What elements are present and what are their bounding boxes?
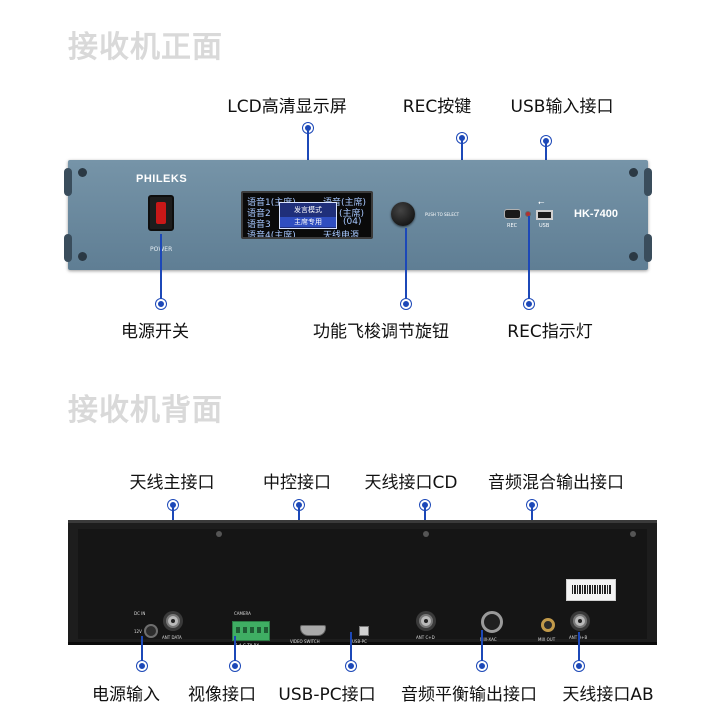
camera-terminal-block[interactable] (232, 621, 270, 641)
rear-screw (423, 531, 429, 537)
port-label-mix-xlr: MIX-XAC (480, 637, 497, 642)
leader-dot (230, 661, 240, 671)
usb-icon: ⭠ (538, 198, 545, 207)
rack-ear (64, 168, 72, 196)
label-dc-in: 电源输入 (92, 685, 160, 705)
port-label-dc-in: DC IN (134, 611, 146, 616)
leader-line (160, 234, 162, 304)
back-section-title: 接收机背面 (68, 393, 223, 428)
terminal-pin (257, 627, 261, 633)
leader-line (234, 636, 236, 666)
lcd-line: 语音4(主席) (247, 231, 296, 239)
rec-button[interactable] (504, 209, 521, 219)
model-number: HK-7400 (574, 208, 619, 220)
lcd-line: 语音2 (247, 209, 271, 219)
front-panel: PHILEKS POWER 语音1(主席) 语音2 语音3 语音4(主席) 语音… (64, 160, 652, 270)
usb-pc-port[interactable] (359, 626, 369, 636)
screw-hole (629, 168, 638, 177)
port-label-video-switch: VIDEO SWITCH (290, 639, 320, 644)
label-lcd-display: LCD高清显示屏 (227, 97, 347, 117)
lcd-display: 语音1(主席) 语音2 语音3 语音4(主席) 语音(主席) (主席) (04)… (241, 191, 373, 239)
usb-port[interactable] (536, 210, 553, 220)
label-jog-knob: 功能飞梭调节旋钮 (313, 322, 449, 342)
rear-screw (630, 531, 636, 537)
rack-ear (64, 234, 72, 262)
jog-knob[interactable] (391, 202, 415, 226)
label-ant-cd: 天线接口CD (364, 473, 458, 493)
label-rec-led: REC指示灯 (507, 322, 593, 342)
lcd-line: (主席) (339, 209, 365, 219)
bnc-ant-cd[interactable] (419, 614, 433, 628)
lcd-line: 语音(主席) (323, 198, 367, 208)
terminal-pin (243, 627, 247, 633)
label-usb-input: USB输入接口 (510, 97, 614, 117)
label-video: 视像接口 (188, 685, 256, 705)
barcode (572, 585, 612, 594)
port-label-camera: CAMERA (234, 611, 251, 616)
mix-out-jack[interactable] (541, 618, 555, 632)
push-to-select-label: PUSH TO SELECT (425, 212, 460, 217)
leader-line (141, 636, 143, 666)
front-section-title: 接收机正面 (68, 30, 223, 65)
leader-line (405, 228, 407, 304)
terminal-pin (250, 627, 254, 633)
power-switch[interactable] (148, 195, 174, 231)
lcd-line: 天线电源 (323, 231, 360, 239)
port-label-usb-pc: USB-PC (352, 639, 367, 644)
label-balanced-out: 音频平衡输出接口 (401, 685, 537, 705)
bnc-ant-data[interactable] (166, 614, 180, 628)
popup-line: 主席专用 (280, 217, 336, 227)
leader-dot (477, 661, 487, 671)
lcd-line: 语音3 (247, 220, 271, 230)
port-label-mix-out: MIX OUT (538, 637, 556, 642)
leader-line (350, 632, 352, 666)
label-ant-main: 天线主接口 (129, 473, 215, 493)
video-switch-db9[interactable] (300, 625, 326, 636)
label-rec-button: REC按键 (402, 97, 472, 117)
leader-line (578, 632, 580, 666)
popup-line: 发言模式 (294, 206, 322, 214)
rack-ear (644, 168, 652, 196)
leader-dot (524, 299, 534, 309)
rack-ear (644, 234, 652, 262)
leader-dot (156, 299, 166, 309)
brand-logo: PHILEKS (136, 173, 188, 185)
leader-dot (401, 299, 411, 309)
label-ant-ab: 天线接口AB (562, 685, 654, 705)
terminal-pin (236, 627, 240, 633)
label-mix-out: 音频混合输出接口 (488, 473, 624, 493)
bnc-ant-ab[interactable] (573, 614, 587, 628)
xlr-balanced-out[interactable] (481, 611, 503, 633)
rear-screw (216, 531, 222, 537)
rear-panel: DC IN 12V ANT DATA CAMERA 5 A G TX RX VI… (68, 520, 657, 648)
serial-sticker (566, 579, 616, 601)
dc-in-jack[interactable] (144, 624, 158, 638)
label-usb-pc: USB-PC接口 (278, 685, 376, 705)
port-label-ant-cd: ANT C+D (416, 635, 435, 640)
lcd-line: 语音1(主席) (247, 198, 296, 208)
screw-hole (629, 252, 638, 261)
leader-line (481, 630, 483, 666)
port-label-ant-data: ANT DATA (162, 635, 182, 640)
rec-label: REC (507, 223, 518, 229)
power-rocker (156, 202, 166, 224)
usb-label: USB (539, 223, 550, 229)
label-control: 中控接口 (263, 473, 331, 493)
port-label-camera-pins: 5 A G TX RX (235, 643, 260, 648)
screw-hole (78, 168, 87, 177)
lcd-popup: 发言模式 主席专用 (279, 202, 337, 229)
leader-dot (137, 661, 147, 671)
rear-inner-panel: DC IN 12V ANT DATA CAMERA 5 A G TX RX VI… (78, 529, 647, 648)
leader-dot (346, 661, 356, 671)
port-label-12v: 12V (134, 629, 142, 634)
screw-hole (78, 252, 87, 261)
label-power-switch: 电源开关 (121, 322, 189, 342)
leader-line (528, 216, 530, 304)
leader-dot (574, 661, 584, 671)
lcd-line: (04) (343, 217, 362, 227)
terminal-pin (264, 627, 268, 633)
